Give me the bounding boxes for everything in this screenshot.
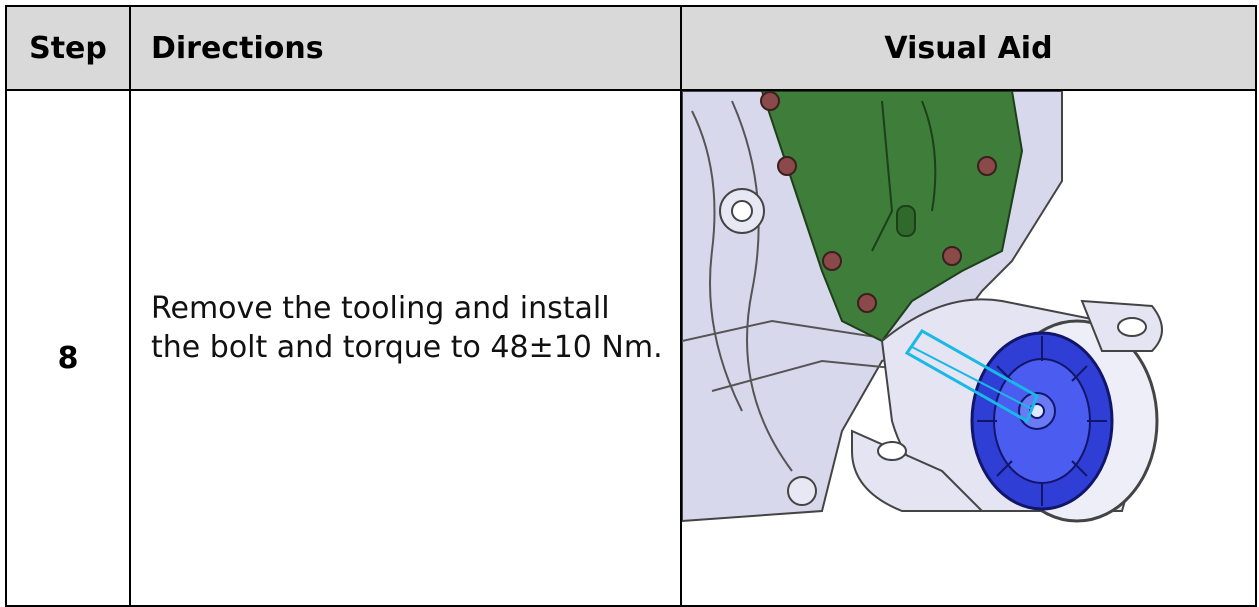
green-cover (761, 92, 1024, 343)
table-row: 8 Remove the tooling and install the bol… (5, 89, 1257, 607)
header-directions: Directions (129, 5, 682, 91)
header-step: Step (5, 5, 131, 91)
step-directions: Remove the tooling and install the bolt … (129, 89, 682, 607)
mechanical-assembly-illustration (683, 92, 1163, 523)
step-number: 8 (5, 89, 131, 607)
instruction-table: Step Directions Visual Aid 8 Remove the … (5, 5, 1257, 607)
header-visual-aid: Visual Aid (680, 5, 1257, 91)
cover-bolts (760, 92, 997, 313)
bolt-highlight (904, 329, 1039, 424)
header-row: Step Directions Visual Aid (5, 5, 1257, 91)
visual-aid-cell (680, 89, 1257, 607)
